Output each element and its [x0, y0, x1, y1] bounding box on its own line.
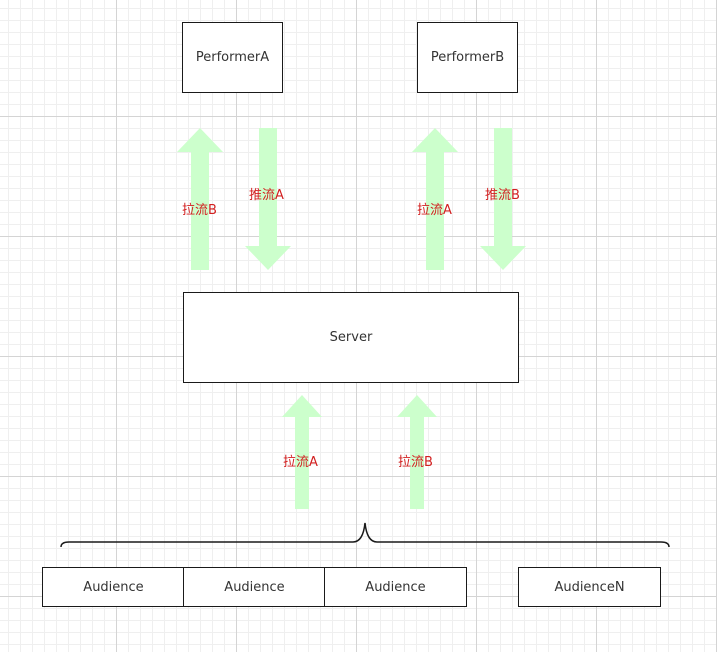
audience-n-label: AudienceN [554, 579, 625, 595]
audience-box: Audience [324, 567, 467, 607]
performer-a-push-arrow [245, 128, 291, 270]
performer-b-push-arrow [480, 128, 526, 270]
performer-b-label: PerformerB [430, 50, 505, 65]
performer-a-pull-arrow [177, 128, 223, 270]
performer-a-label: PerformerA [195, 50, 270, 65]
performer-b-pull-arrow [412, 128, 458, 270]
audience-label: Audience [365, 579, 426, 595]
performer-b-push-label: 推流B [485, 188, 520, 203]
audience-box: Audience [183, 567, 326, 607]
audience-label: Audience [83, 579, 144, 595]
audience-label: Audience [224, 579, 285, 595]
server-box: Server [183, 292, 519, 383]
performer-a-pull-label: 拉流B [182, 203, 217, 218]
audience-pull-a-arrow [282, 395, 322, 509]
performer-a-box: PerformerA [182, 22, 283, 93]
performer-a-push-label: 推流A [249, 188, 284, 203]
performer-b-box: PerformerB [417, 22, 518, 93]
performer-b-pull-label: 拉流A [417, 203, 452, 218]
audience-pull-b-label: 拉流B [398, 455, 433, 470]
audience-box: Audience [42, 567, 185, 607]
audience-n-box: AudienceN [518, 567, 661, 607]
audience-pull-b-arrow [397, 395, 437, 509]
server-label: Server [329, 330, 373, 345]
audience-pull-a-label: 拉流A [283, 455, 318, 470]
